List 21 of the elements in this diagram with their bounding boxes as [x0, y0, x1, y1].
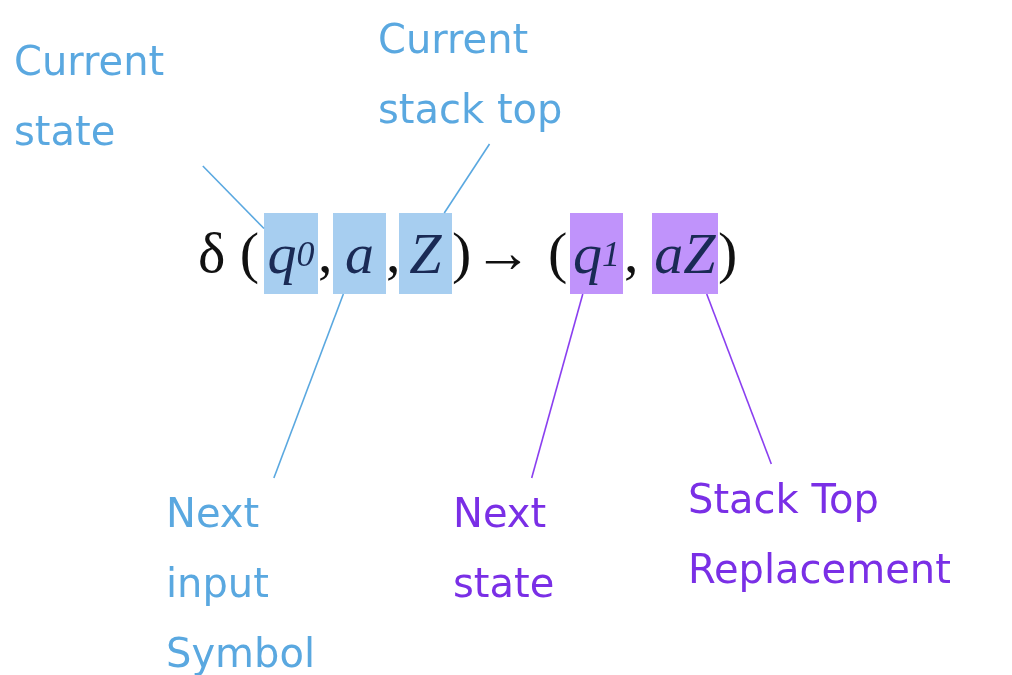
arrow-symbol: →: [474, 219, 532, 287]
leader-line: [443, 143, 491, 214]
callout-text: Current stack top: [378, 4, 618, 144]
callout-text: Next input Symbol: [166, 478, 336, 675]
formula-text: ,: [318, 219, 333, 287]
callout-text: Next state: [453, 478, 583, 618]
highlighted-symbol: a: [333, 213, 386, 294]
leader-line: [530, 293, 584, 479]
callout-text: Stack Top Replacement: [688, 464, 988, 604]
highlighted-symbol: aZ: [652, 213, 718, 294]
formula-text: ,: [386, 219, 401, 287]
formula-text: δ (: [198, 219, 260, 287]
callout-text: Current state: [14, 26, 214, 166]
leader-line: [273, 293, 345, 479]
highlighted-symbol: Z: [399, 213, 452, 294]
leader-line: [202, 165, 265, 230]
formula-text: ,: [624, 219, 639, 287]
leader-line: [705, 293, 773, 465]
formula-text: (: [548, 219, 568, 287]
formula-text: ): [452, 219, 472, 287]
formula-text: ): [718, 219, 738, 287]
